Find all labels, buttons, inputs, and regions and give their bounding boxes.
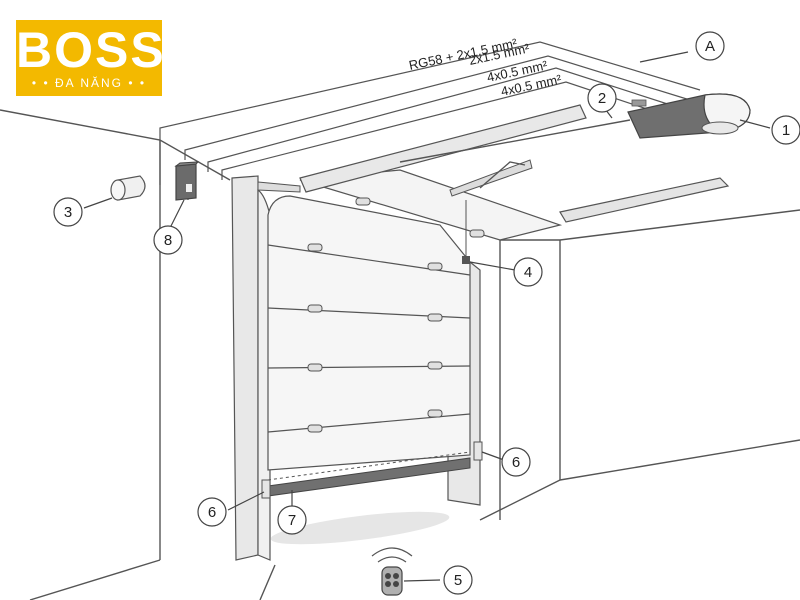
emergency-release bbox=[462, 200, 470, 264]
callout-8: 8 bbox=[153, 225, 183, 255]
right-horizontal-track bbox=[559, 177, 730, 223]
opener-rail bbox=[299, 104, 631, 197]
photocell-left bbox=[261, 479, 271, 499]
door-panel bbox=[257, 181, 485, 471]
floor-shadow bbox=[270, 511, 450, 545]
callout-6-right-label: 6 bbox=[512, 454, 520, 471]
callout-1-label: 1 bbox=[782, 122, 790, 139]
callout-1: 1 bbox=[771, 115, 800, 145]
callout-6-left-label: 6 bbox=[208, 504, 216, 521]
callout-8-label: 8 bbox=[164, 232, 172, 249]
callout-2-label: 2 bbox=[598, 90, 606, 107]
photocell-right bbox=[473, 441, 483, 461]
warning-light bbox=[110, 175, 146, 201]
callout-6-left: 6 bbox=[197, 497, 227, 527]
brand-logo: BOSS • • ĐA NĂNG • • bbox=[16, 20, 166, 96]
remote-control bbox=[371, 547, 413, 596]
brand-logo-word: BOSS bbox=[16, 22, 166, 78]
callout-2: 2 bbox=[587, 83, 617, 113]
callout-3: 3 bbox=[53, 197, 83, 227]
callout-a-label: A bbox=[705, 38, 715, 55]
room-outline bbox=[0, 109, 800, 600]
callout-5-label: 5 bbox=[454, 572, 462, 589]
callout-4: 4 bbox=[513, 257, 543, 287]
wall-control-box bbox=[174, 161, 200, 201]
brand-logo-tagline: • • ĐA NĂNG • • bbox=[31, 76, 147, 90]
cable-labels: RG58 + 2x1.5 mm² 2x1.5 mm² 4x0.5 mm² 4x0… bbox=[408, 35, 564, 99]
callout-5: 5 bbox=[443, 565, 473, 595]
callout-a: A bbox=[695, 31, 725, 61]
callout-6-right: 6 bbox=[501, 447, 531, 477]
door-frame-left bbox=[231, 175, 271, 561]
opener-motor-unit bbox=[627, 93, 751, 139]
callout-4-label: 4 bbox=[524, 264, 532, 281]
callout-7: 7 bbox=[277, 505, 307, 535]
callout-7-label: 7 bbox=[288, 512, 296, 529]
callout-3-label: 3 bbox=[64, 204, 72, 221]
